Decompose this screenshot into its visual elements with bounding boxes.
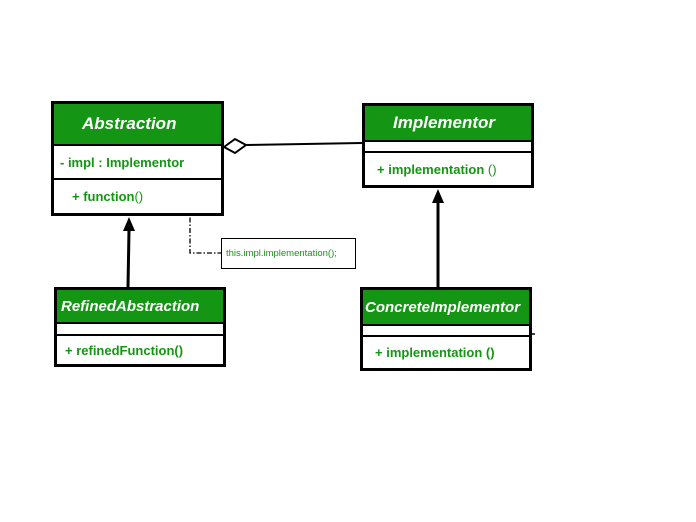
- class-abstraction-name: Abstraction: [54, 104, 221, 146]
- aggregation-line: [245, 142, 363, 146]
- class-concrete-implementor-name: ConcreteImplementor: [363, 290, 529, 326]
- class-implementor-name: Implementor: [365, 106, 531, 142]
- class-abstraction-attribute: - impl : Implementor: [54, 146, 221, 180]
- class-refined-abstraction-name: RefinedAbstraction: [57, 290, 223, 324]
- class-implementor-operation: + implementation (): [365, 153, 531, 185]
- operation-args: (): [134, 189, 144, 204]
- class-refined-abstraction: RefinedAbstraction + refinedFunction(): [54, 287, 226, 367]
- note-connector: [189, 207, 221, 254]
- operation-name: + function: [72, 189, 135, 204]
- inheritance-line-refined: [126, 229, 131, 288]
- class-refined-abstraction-attributes: [57, 324, 223, 336]
- aggregation-diamond: [222, 137, 248, 155]
- inheritance-arrow-refined: [123, 217, 135, 231]
- class-implementor-attributes: [365, 142, 531, 153]
- class-concrete-implementor-operation: + implementation (): [375, 345, 495, 360]
- operation-name: + implementation: [377, 161, 485, 177]
- class-concrete-implementor: ConcreteImplementor + implementation (): [360, 287, 532, 371]
- class-abstraction: Abstraction - impl : Implementor + funct…: [51, 101, 224, 216]
- class-implementor: Implementor + implementation (): [362, 103, 534, 188]
- note-box: this.impl.implementation();: [221, 238, 356, 269]
- class-concrete-implementor-attributes: [363, 326, 529, 337]
- inheritance-arrow-concrete: [432, 189, 444, 203]
- class-refined-abstraction-operation: + refinedFunction(): [65, 342, 184, 358]
- operation-args: (): [487, 161, 497, 177]
- class-abstraction-operation: + function(): [54, 180, 221, 213]
